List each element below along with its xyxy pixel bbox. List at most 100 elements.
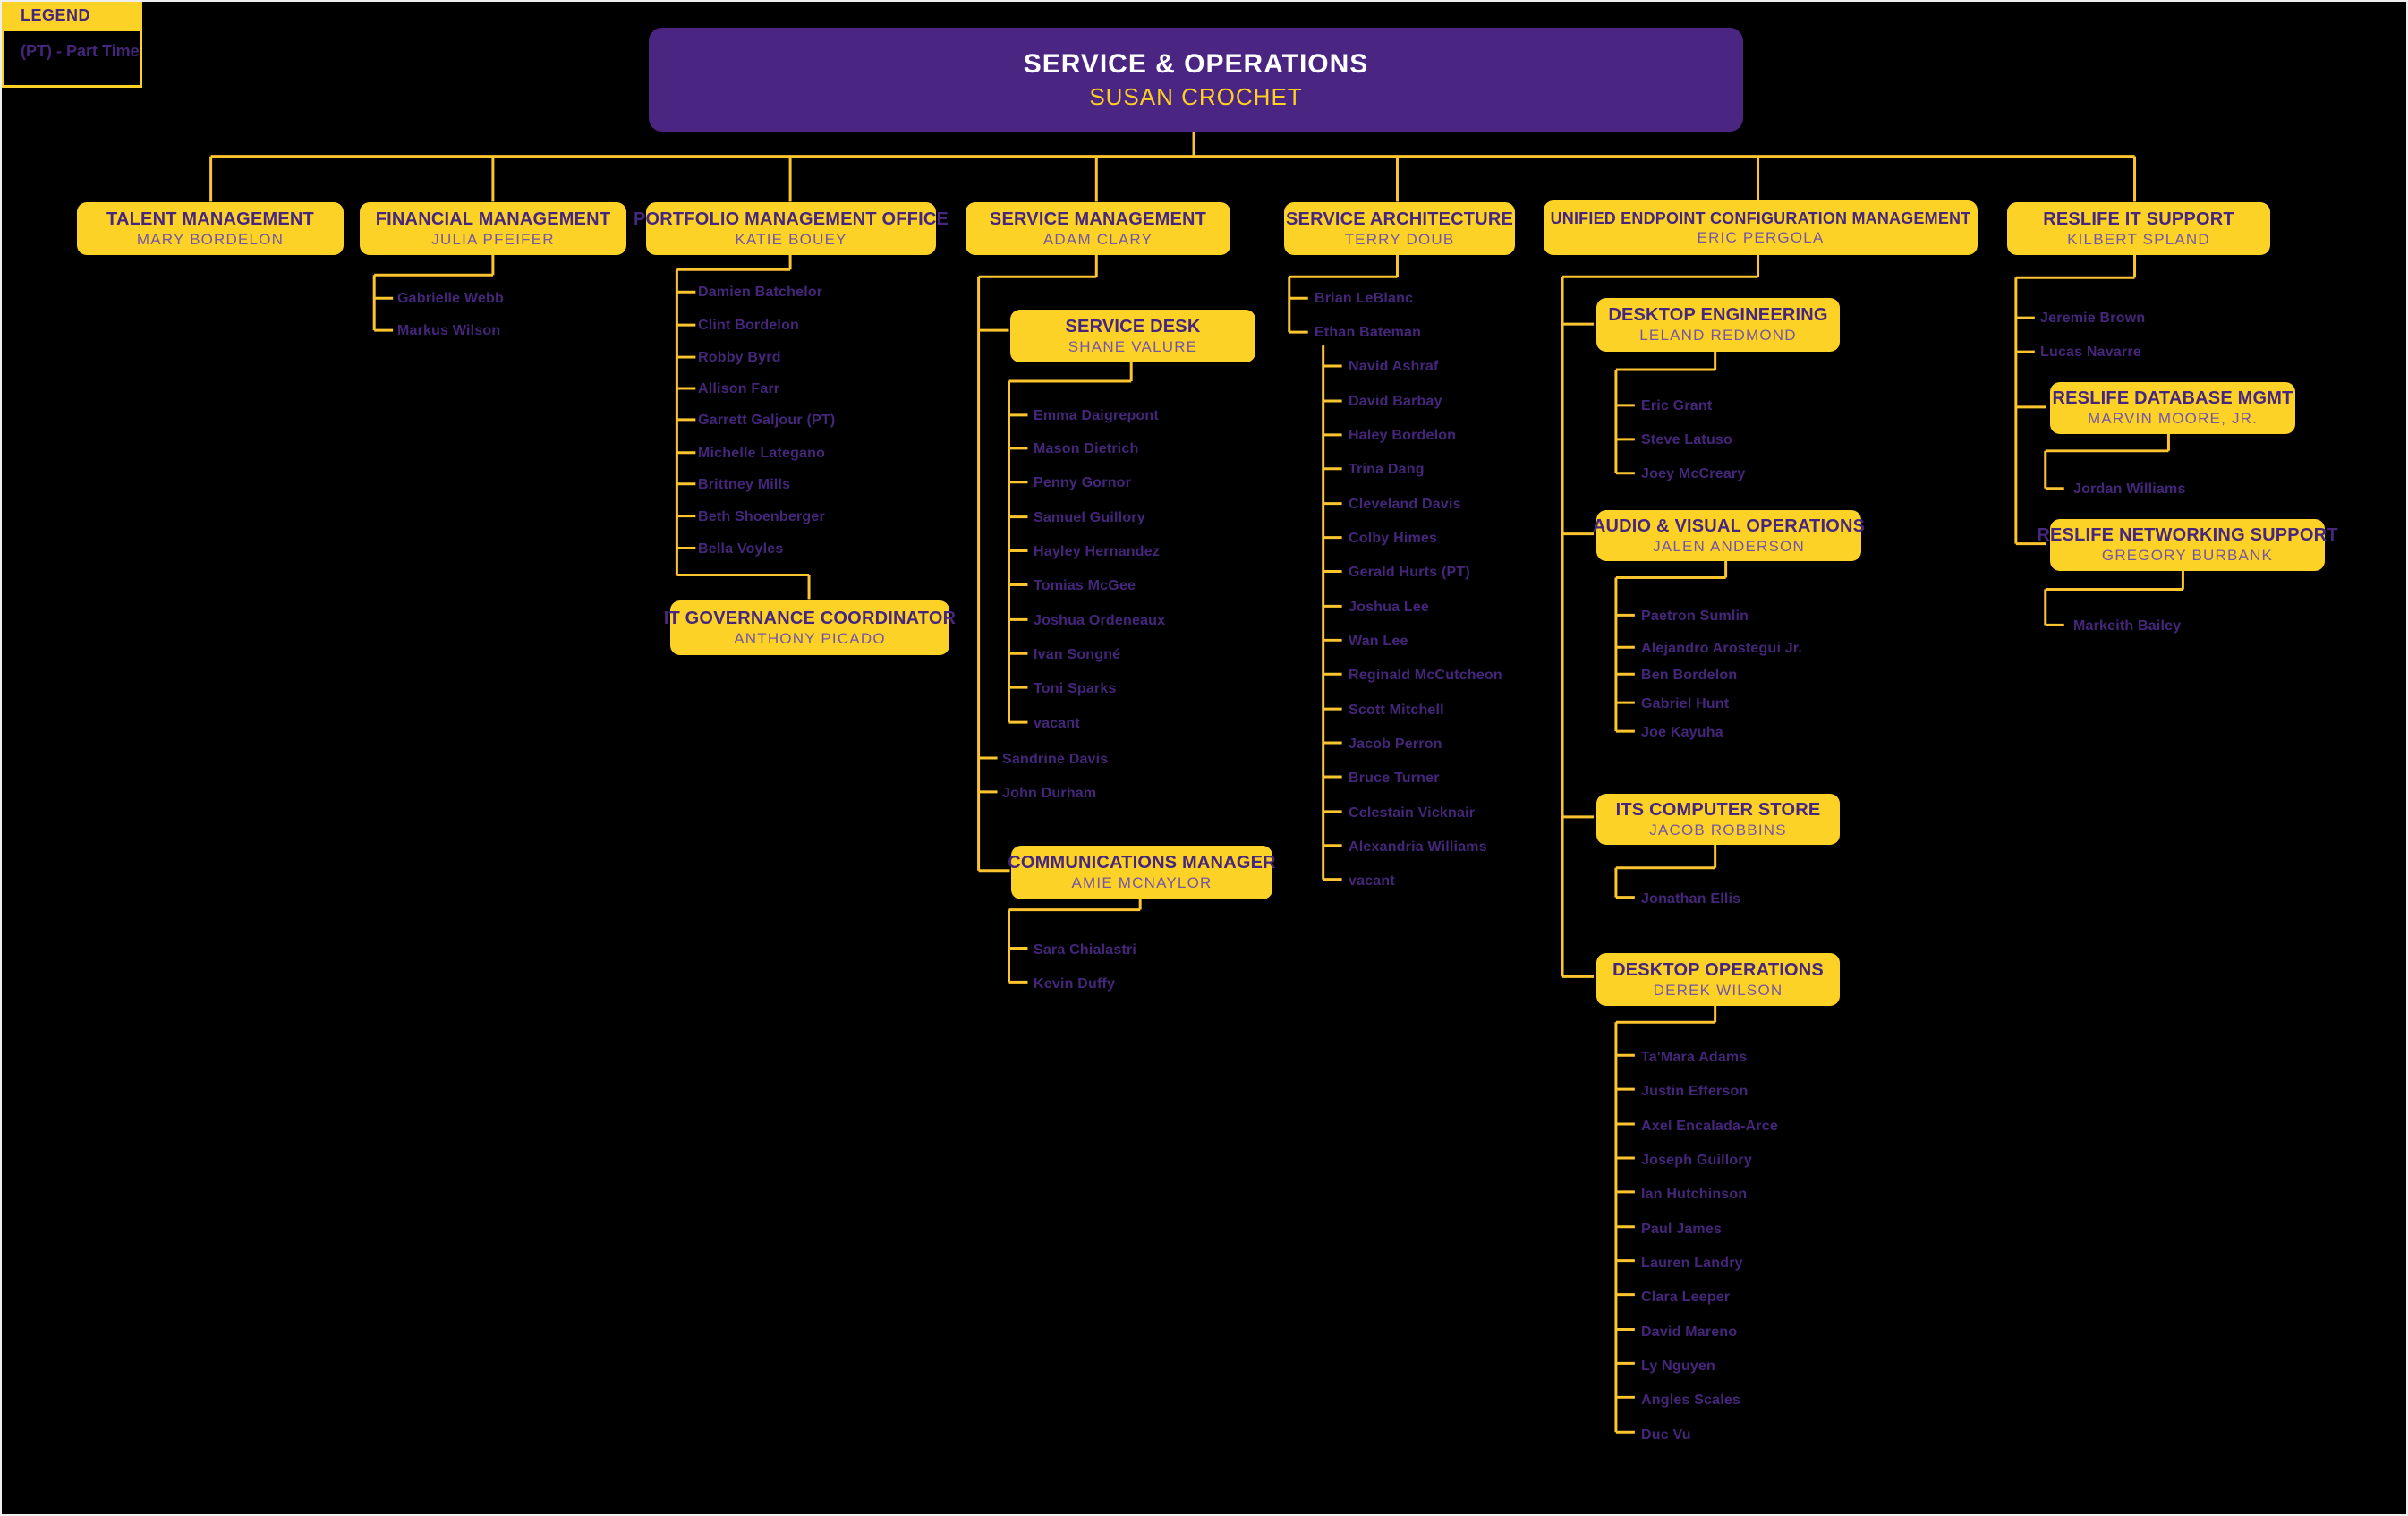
org-node-person: JALEN ANDERSON bbox=[1653, 537, 1805, 555]
member-name-portfolio-management-office: Clint Bordelon bbox=[698, 318, 800, 333]
member-name-audio-visual-operations: Joe Kayuha bbox=[1641, 725, 1723, 740]
member-name-service-desk: Joshua Ordeneaux bbox=[1034, 613, 1166, 628]
member-name-portfolio-management-office: Damien Batchelor bbox=[698, 285, 823, 300]
member-name-reslife-database-mgmt: Jordan Williams bbox=[2073, 481, 2186, 497]
member-name-desktop-operations: David Mareno bbox=[1641, 1324, 1738, 1340]
member-name-desktop-operations: Paul James bbox=[1641, 1222, 1723, 1237]
member-name-financial-management: Markus Wilson bbox=[397, 323, 501, 338]
member-name-desktop-operations: Angles Scales bbox=[1641, 1393, 1741, 1408]
member-name-service-desk: Ivan Songné bbox=[1034, 647, 1121, 662]
org-node-title: RESLIFE DATABASE MGMT bbox=[2052, 388, 2293, 409]
member-name-service-desk: Samuel Guillory bbox=[1034, 510, 1145, 525]
member-name-financial-management: Gabrielle Webb bbox=[397, 291, 504, 306]
org-node-person: GREGORY BURBANK bbox=[2101, 547, 2274, 565]
member-name-its-computer-store: Jonathan Ellis bbox=[1641, 891, 1741, 907]
member-name-ethan-bateman-team: Cleveland Davis bbox=[1349, 497, 1461, 512]
org-node-title: SERVICE MANAGEMENT bbox=[989, 209, 1207, 229]
member-name-ethan-bateman-team: Gerald Hurts (PT) bbox=[1349, 565, 1470, 580]
org-node-person: ANTHONY PICADO bbox=[734, 629, 886, 647]
member-name-desktop-operations: Ta'Mara Adams bbox=[1641, 1050, 1748, 1065]
org-node-title: PORTFOLIO MANAGEMENT OFFICE bbox=[633, 209, 949, 229]
member-name-portfolio-management-office: Michelle Lategano bbox=[698, 446, 826, 461]
org-node-title: ITS COMPUTER STORE bbox=[1615, 799, 1821, 820]
member-name-service-management: John Durham bbox=[1002, 786, 1097, 801]
org-node-person: DEREK WILSON bbox=[1653, 981, 1783, 999]
member-name-service-management: Sandrine Davis bbox=[1002, 752, 1109, 767]
member-name-desktop-operations: Clara Leeper bbox=[1641, 1290, 1731, 1305]
member-name-ethan-bateman-team: Wan Lee bbox=[1349, 634, 1408, 649]
org-node-title: DESKTOP OPERATIONS bbox=[1612, 959, 1824, 980]
member-name-desktop-operations: Ly Nguyen bbox=[1641, 1358, 1715, 1374]
org-node-person: ERIC PERGOLA bbox=[1697, 228, 1825, 246]
member-name-ethan-bateman-team: Alexandria Williams bbox=[1349, 839, 1487, 855]
member-name-service-desk: Toni Sparks bbox=[1034, 681, 1117, 696]
member-name-desktop-engineering: Eric Grant bbox=[1641, 398, 1713, 413]
org-node-person: AMIE MCNAYLOR bbox=[1071, 874, 1213, 892]
member-name-communications-manager: Kevin Duffy bbox=[1034, 976, 1116, 992]
member-name-desktop-operations: Ian Hutchinson bbox=[1641, 1187, 1748, 1202]
member-name-service-desk: vacant bbox=[1034, 716, 1080, 731]
member-name-audio-visual-operations: Gabriel Hunt bbox=[1641, 696, 1730, 711]
member-name-portfolio-management-office: Brittney Mills bbox=[698, 477, 791, 492]
legend-entry: (PT) - Part Time bbox=[2, 29, 142, 88]
member-name-portfolio-management-office: Robby Byrd bbox=[698, 350, 781, 365]
member-name-service-desk: Mason Dietrich bbox=[1034, 441, 1139, 456]
member-name-desktop-operations: Axel Encalada-Arce bbox=[1641, 1119, 1779, 1134]
member-name-ethan-bateman-team: Bruce Turner bbox=[1349, 771, 1440, 786]
member-name-ethan-bateman-team: David Barbay bbox=[1349, 394, 1442, 409]
org-node-person: KATIE BOUEY bbox=[735, 230, 847, 248]
member-name-desktop-operations: Lauren Landry bbox=[1641, 1256, 1743, 1271]
org-node-person: LELAND REDMOND bbox=[1639, 327, 1797, 345]
org-node-person: KILBERT SPLAND bbox=[2067, 230, 2210, 248]
org-node-title: RESLIFE IT SUPPORT bbox=[2043, 209, 2234, 229]
member-name-reslife-it-support: Lucas Navarre bbox=[2040, 345, 2141, 360]
legend: LEGEND (PT) - Part Time bbox=[2, 2, 142, 88]
member-name-desktop-operations: Joseph Guillory bbox=[1641, 1153, 1752, 1168]
member-name-ethan-bateman-team: Joshua Lee bbox=[1349, 600, 1430, 615]
org-node-title: SERVICE DESK bbox=[1065, 316, 1201, 336]
org-node-person: JULIA PFEIFER bbox=[431, 230, 555, 248]
member-name-portfolio-management-office: Garrett Galjour (PT) bbox=[698, 413, 836, 428]
org-node-title: UNIFIED ENDPOINT CONFIGURATION MANAGEMEN… bbox=[1550, 209, 1971, 227]
org-node-person: MARY BORDELON bbox=[136, 230, 285, 248]
member-name-desktop-engineering: Joey McCreary bbox=[1641, 466, 1746, 481]
org-node-person: SHANE VALURE bbox=[1068, 337, 1198, 355]
member-name-ethan-bateman-team: Trina Dang bbox=[1349, 462, 1425, 477]
org-node-person: MARVIN MOORE, JR. bbox=[2087, 410, 2259, 428]
member-name-reslife-it-support: Jeremie Brown bbox=[2040, 311, 2146, 326]
member-name-ethan-bateman-team: Colby Himes bbox=[1349, 531, 1438, 546]
org-node-title: RESLIFE NETWORKING SUPPORT bbox=[2037, 525, 2338, 546]
member-name-service-desk: Emma Daigrepont bbox=[1034, 408, 1159, 423]
org-node-person: ADAM CLARY bbox=[1042, 230, 1153, 248]
member-name-ethan-bateman-team: Scott Mitchell bbox=[1349, 703, 1444, 718]
legend-title: LEGEND bbox=[2, 2, 142, 29]
member-name-ethan-bateman-team: vacant bbox=[1349, 873, 1395, 889]
member-name-desktop-operations: Duc Vu bbox=[1641, 1427, 1691, 1443]
org-node-title: SERVICE & OPERATIONS bbox=[1023, 48, 1369, 79]
member-name-audio-visual-operations: Paetron Sumlin bbox=[1641, 609, 1749, 624]
member-name-audio-visual-operations: Ben Bordelon bbox=[1641, 668, 1738, 683]
member-name-ethan-bateman-team: Celestain Vicknair bbox=[1349, 805, 1476, 821]
org-node-person: TERRY DOUB bbox=[1344, 230, 1455, 248]
member-name-audio-visual-operations: Alejandro Arostegui Jr. bbox=[1641, 641, 1803, 656]
member-name-reslife-networking-support: Markeith Bailey bbox=[2073, 618, 2182, 634]
org-node-title: IT GOVERNANCE COORDINATOR bbox=[663, 608, 957, 628]
member-name-service-desk: Tomias McGee bbox=[1034, 578, 1136, 593]
member-name-service-desk: Hayley Hernandez bbox=[1034, 544, 1161, 559]
